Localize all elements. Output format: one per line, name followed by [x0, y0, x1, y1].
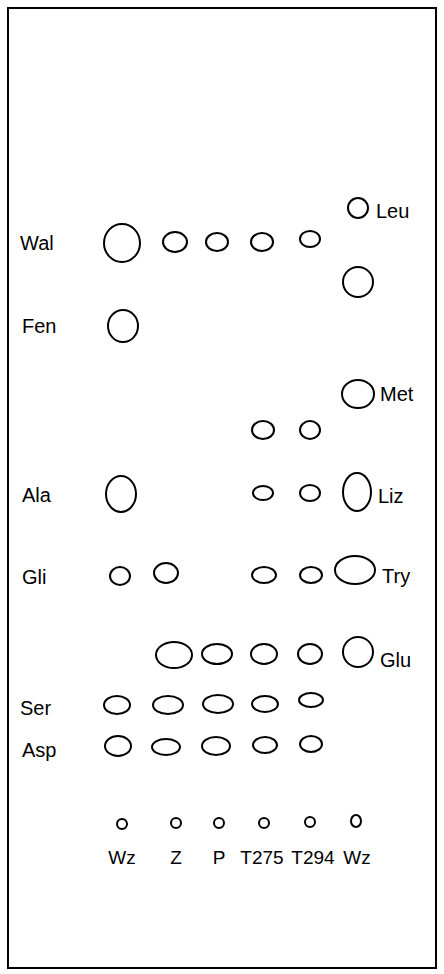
paper-border	[8, 8, 436, 968]
amino-acid-label: Ala	[22, 485, 51, 505]
sample-label: Wz	[343, 848, 370, 867]
amino-acid-spots	[104, 198, 375, 756]
sample-label: T294	[291, 848, 334, 867]
amino-acid-label: Asp	[22, 740, 56, 760]
sample-label: Z	[170, 848, 182, 867]
amino-acid-label: Gli	[22, 567, 46, 587]
amino-acid-label: Glu	[380, 650, 411, 670]
start-spots	[117, 815, 361, 829]
amino-acid-label: Met	[380, 384, 413, 404]
amino-acid-label: Wal	[20, 233, 54, 253]
amino-acid-label: Try	[382, 566, 410, 586]
amino-acid-label: Liz	[378, 486, 404, 506]
amino-acid-label: Fen	[22, 316, 56, 336]
sample-label: T275	[240, 848, 283, 867]
amino-acid-label: Ser	[20, 698, 51, 718]
sample-label: P	[213, 848, 226, 867]
sample-label: Wz	[108, 848, 135, 867]
amino-acid-label: Leu	[376, 201, 409, 221]
